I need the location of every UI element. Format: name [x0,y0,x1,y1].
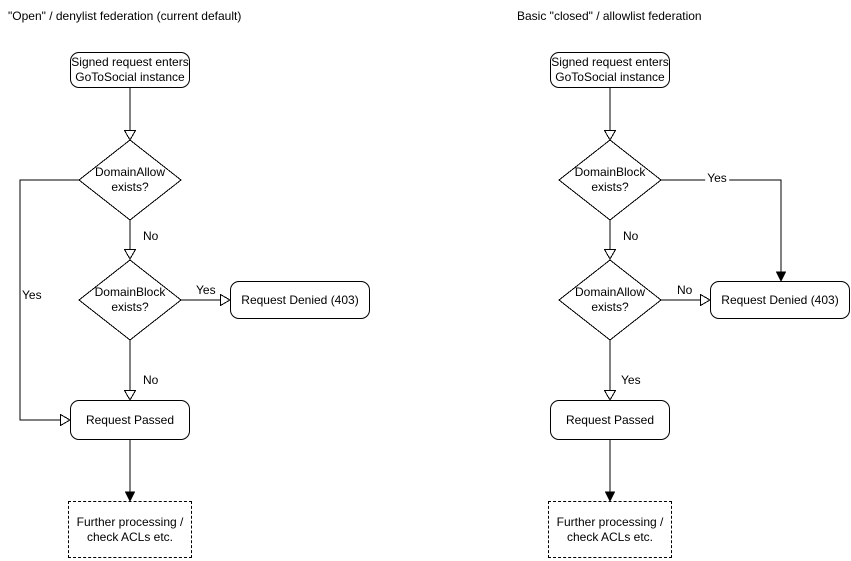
node-further-processing-left: Further processing / check ACLs etc. [68,501,192,558]
diagram-title-left: "Open" / denylist federation (current de… [8,9,242,23]
edge-label-yes: Yes [705,171,729,185]
arrowhead-solid-down [775,271,787,283]
right-flowchart-edges [558,88,787,503]
edge-label-yes: Yes [621,373,641,387]
edge-label-no: No [143,373,159,387]
arrowhead-open-down [603,390,617,401]
node-further-processing-right: Further processing / check ACLs etc. [548,501,672,558]
node-request-passed-right: Request Passed [550,400,670,440]
arrowhead-open-down [603,249,617,260]
node-start-right: Signed request enters GoToSocial instanc… [550,52,670,88]
arrowhead-open-down [123,390,137,401]
diamond-domainblock-right [558,139,662,221]
edge-label-no: No [623,229,639,243]
node-request-denied-right: Request Denied (403) [710,281,850,319]
edge-domainblock-yes [661,179,782,272]
diagram-title-right: Basic "closed" / allowlist federation [517,9,702,23]
arrowhead-open-right [60,413,71,427]
edge-label-no: No [677,283,693,297]
arrowhead-solid-down [124,491,136,503]
arrowhead-open-right [220,293,231,307]
diamond-domainallow-right [558,259,662,341]
node-request-denied-left: Request Denied (403) [230,281,370,319]
left-flowchart-edges [19,88,231,503]
arrowhead-open-right [700,293,711,307]
diamond-domainallow-left [78,139,182,221]
arrowhead-open-down [603,130,617,141]
arrowhead-open-down [123,130,137,141]
arrowhead-open-down [123,249,137,260]
diamond-domainblock-left [78,259,182,341]
node-request-passed-left: Request Passed [70,400,190,440]
node-start-left: Signed request enters GoToSocial instanc… [70,52,190,88]
edge-label-yes: Yes [196,283,216,297]
edge-domainallow-yes [19,179,79,421]
arrowhead-solid-down [604,491,616,503]
edge-label-no: No [143,229,159,243]
edge-label-yes: Yes [22,288,42,302]
